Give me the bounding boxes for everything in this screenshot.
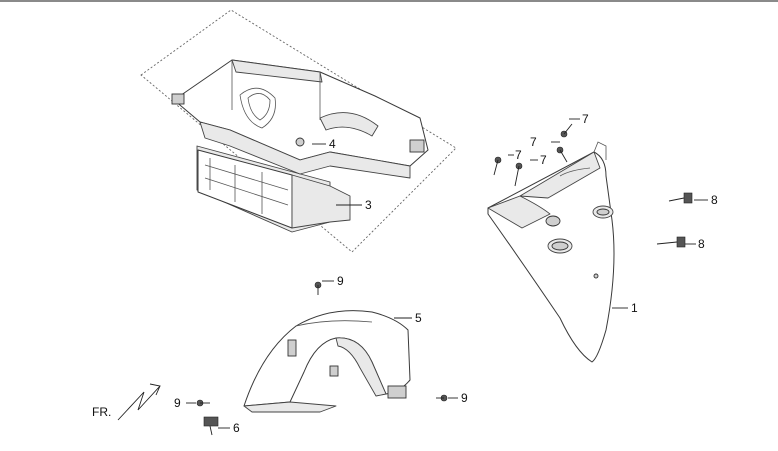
screw-7-b bbox=[556, 146, 568, 163]
screw-7-d bbox=[514, 162, 523, 187]
callout-9-left: 9 bbox=[174, 396, 181, 410]
callout-7-b: 7 bbox=[530, 135, 537, 149]
callout-8-b: 8 bbox=[698, 237, 705, 251]
clip-9-left bbox=[196, 399, 210, 407]
front-label: FR. bbox=[92, 405, 111, 419]
callout-7-a: 7 bbox=[582, 112, 589, 126]
part-3-lower-panel bbox=[196, 145, 351, 233]
callout-6: 6 bbox=[233, 421, 240, 435]
callout-7-c: 7 bbox=[540, 153, 547, 167]
bolt-8-a bbox=[668, 192, 693, 204]
clip-9-right bbox=[436, 394, 448, 402]
front-direction-marker: FR. bbox=[92, 383, 161, 421]
screw-7-c bbox=[493, 156, 502, 176]
part-4-under-cover bbox=[171, 59, 429, 179]
callout-3: 3 bbox=[365, 198, 372, 212]
bracket-6 bbox=[203, 416, 219, 436]
top-border bbox=[0, 0, 778, 2]
leader-lines bbox=[186, 118, 708, 429]
callout-5: 5 bbox=[415, 311, 422, 325]
screw-7-a bbox=[560, 123, 573, 138]
callout-9-top: 9 bbox=[337, 274, 344, 288]
bolt-8-b bbox=[656, 236, 686, 248]
callout-9-right: 9 bbox=[461, 391, 468, 405]
part-5-front-fender bbox=[243, 310, 411, 413]
callout-1: 1 bbox=[631, 301, 638, 315]
callout-4: 4 bbox=[329, 137, 336, 151]
callout-8-a: 8 bbox=[711, 193, 718, 207]
clip-9-top bbox=[314, 281, 322, 295]
callout-labels: 1 3 4 5 6 7 7 7 7 8 8 9 9 9 bbox=[174, 112, 718, 435]
callout-7-d: 7 bbox=[515, 148, 522, 162]
part-1-rear-fender bbox=[487, 141, 615, 363]
